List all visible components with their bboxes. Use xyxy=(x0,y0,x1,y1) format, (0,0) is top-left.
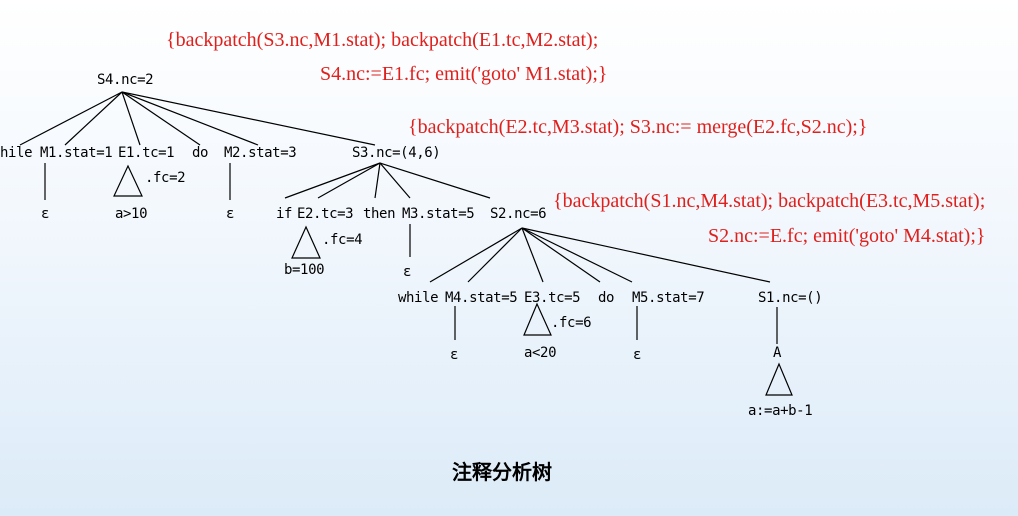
annotation-s3: {backpatch(E2.tc,M3.stat); S3.nc:= merge… xyxy=(408,116,868,138)
edge-s2-s1 xyxy=(521,227,771,283)
node-e3-fc: .fc=6 xyxy=(551,315,592,331)
node-do-2: do xyxy=(598,290,615,306)
edge-s3-s2 xyxy=(379,162,491,199)
edge-s3-then xyxy=(374,162,381,199)
node-if: if xyxy=(276,206,293,222)
node-s2: S2.nc=6 xyxy=(490,206,547,222)
node-eps-m1: ε xyxy=(41,206,50,222)
edge-s4-s3 xyxy=(121,91,376,146)
diagram-caption: 注释分析树 xyxy=(452,460,552,484)
node-eps-m4: ε xyxy=(450,347,459,363)
node-e1-fc: .fc=2 xyxy=(145,170,186,186)
node-m4: M4.stat=5 xyxy=(445,290,518,306)
annotation-s4-line2: S4.nc:=E1.fc; emit('goto' M1.stat);} xyxy=(320,63,608,85)
edge-s3-e2 xyxy=(317,162,381,199)
node-s3: S3.nc=(4,6) xyxy=(352,145,441,161)
edge-s2-do xyxy=(521,227,601,283)
triangle-e3 xyxy=(523,302,552,336)
edge-s2-m5 xyxy=(521,227,633,283)
edge-s2-m4 xyxy=(467,227,523,283)
node-e3-expr: a<20 xyxy=(524,345,557,361)
node-eps-m3: ε xyxy=(403,264,412,280)
triangle-a xyxy=(765,362,793,396)
node-while-1: hile xyxy=(0,145,33,161)
node-m2: M2.stat=3 xyxy=(224,145,297,161)
edge-s2-e3 xyxy=(521,227,544,283)
annotation-s2-line2: S2.nc:=E.fc; emit('goto' M4.stat);} xyxy=(708,225,986,247)
node-s1: S1.nc=() xyxy=(758,290,823,306)
node-e2-tc: E2.tc=3 xyxy=(297,206,354,222)
triangle-e2 xyxy=(291,225,321,259)
node-do-1: do xyxy=(192,145,209,161)
edge-s4-m1 xyxy=(64,91,123,146)
node-eps-m2: ε xyxy=(226,206,235,222)
edge-s4-while xyxy=(19,91,123,146)
node-while-2: while xyxy=(398,290,439,306)
triangle-e1 xyxy=(113,164,143,197)
node-m1: M1.stat=1 xyxy=(40,145,113,161)
node-a-expr: a:=a+b-1 xyxy=(748,403,813,419)
node-s4: S4.nc=2 xyxy=(97,72,154,88)
edge-s4-e1 xyxy=(121,91,141,146)
node-e2-fc: .fc=4 xyxy=(322,232,363,248)
edge-s4-do xyxy=(121,91,201,146)
edge-s2-while xyxy=(429,227,523,283)
node-m3: M3.stat=5 xyxy=(402,206,475,222)
edge-s3-if xyxy=(284,162,381,199)
annotation-s2-line1: {backpatch(S1.nc,M4.stat); backpatch(E3.… xyxy=(553,190,986,212)
node-e1-tc: E1.tc=1 xyxy=(118,145,175,161)
node-then: then xyxy=(363,206,396,222)
node-eps-m5: ε xyxy=(633,347,642,363)
node-m5: M5.stat=7 xyxy=(632,290,705,306)
annotation-s4-line1: {backpatch(S3.nc,M1.stat); backpatch(E1.… xyxy=(166,29,599,51)
edge-s3-m3 xyxy=(379,162,411,199)
edge-s4-m2 xyxy=(121,91,259,146)
node-e1-expr: a>10 xyxy=(115,206,148,222)
node-e2-expr: b=100 xyxy=(284,262,325,278)
node-e3-tc: E3.tc=5 xyxy=(524,290,581,306)
node-a: A xyxy=(773,345,782,361)
